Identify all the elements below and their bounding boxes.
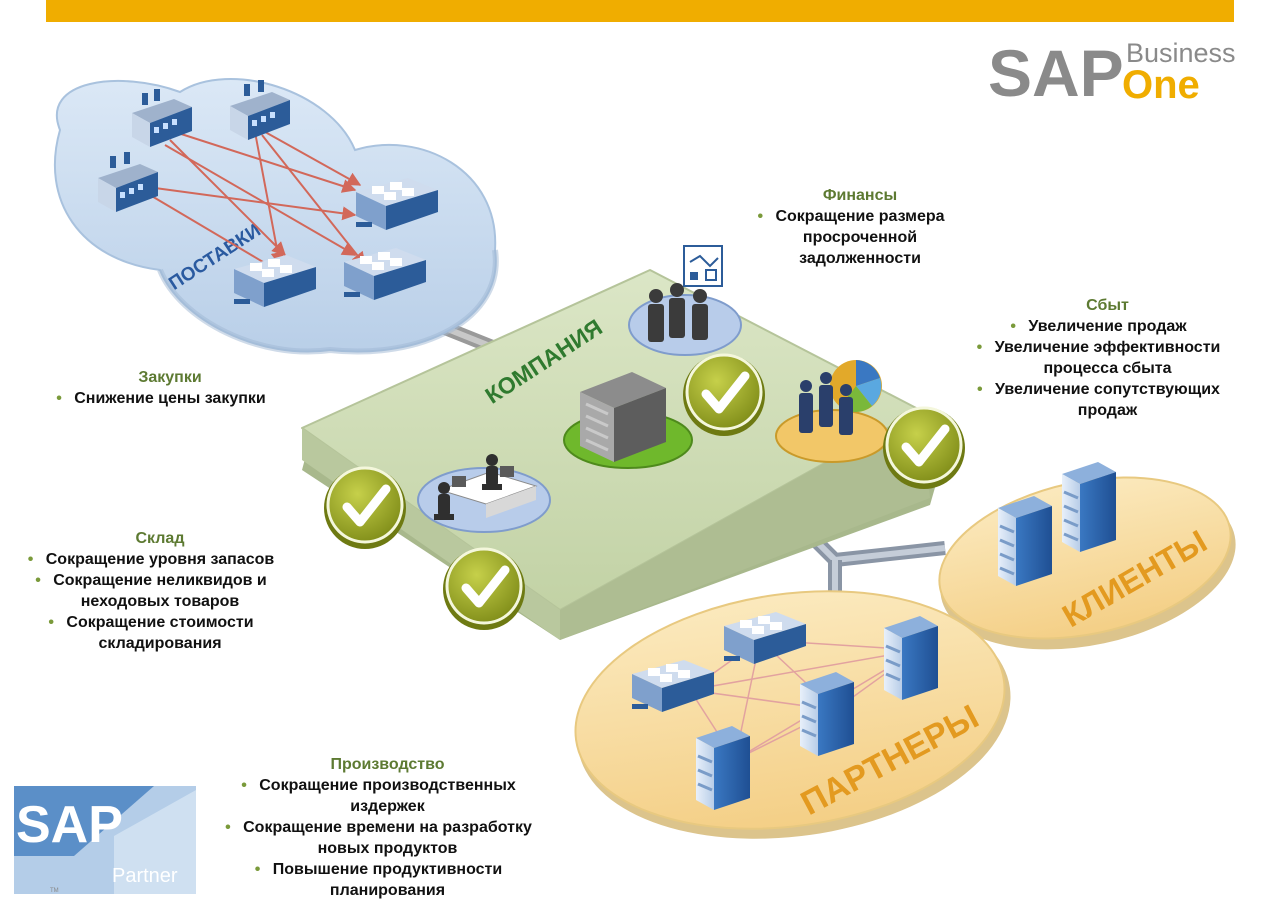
top-accent-bar xyxy=(46,0,1234,22)
partner-label: Partner xyxy=(112,865,178,887)
finance-title: Финансы xyxy=(822,187,898,204)
purchasing-list: Снижение цены закупки xyxy=(30,388,310,409)
partner-tm: TM xyxy=(50,888,59,894)
finance-block: Финансы Сокращение размера просроченной … xyxy=(735,185,985,269)
production-item: Сокращение времени на разработку новых п… xyxy=(200,817,575,859)
factory-icon xyxy=(132,89,192,147)
supply-cloud: ПОСТАВКИ xyxy=(53,78,499,355)
sap-business-one-logo: SAP Business One xyxy=(988,36,1236,106)
company-platform: КОМПАНИЯ xyxy=(301,245,965,640)
supply-arrows xyxy=(149,127,366,276)
checkmark-icon xyxy=(683,353,765,436)
logo-one-text: One xyxy=(1122,63,1200,106)
sales-item: Увеличение сопутствующих продаж xyxy=(950,379,1265,421)
sales-item: Увеличение эффективности процесса сбыта xyxy=(950,337,1265,379)
warehouse-icon xyxy=(234,255,316,307)
checkmark-icon xyxy=(443,547,525,630)
production-title: Производство xyxy=(330,756,445,773)
sales-team-icon xyxy=(775,360,889,463)
logo-business-text: Business xyxy=(1126,38,1236,68)
headquarters-icon xyxy=(563,372,693,469)
production-list: Сокращение производственных издержек Сок… xyxy=(200,775,575,901)
logo-sap-text: SAP xyxy=(988,36,1124,106)
warehouse-block: Склад Сокращение уровня запасов Сокращен… xyxy=(10,528,310,654)
partner-sap-text: SAP xyxy=(16,796,123,854)
finance-item: Сокращение размера просроченной задолжен… xyxy=(735,206,985,269)
production-item: Сокращение производственных издержек xyxy=(200,775,575,817)
office-building-icon xyxy=(800,672,854,756)
warehouse-icon xyxy=(724,612,806,664)
warehouse-icon xyxy=(356,178,438,230)
warehouse-list: Сокращение уровня запасов Сокращение нел… xyxy=(10,549,310,654)
sales-block: Сбыт Увеличение продаж Увеличение эффект… xyxy=(950,295,1265,421)
sap-partner-logo: SAP Partner TM xyxy=(14,786,196,894)
purchasing-block: Закупки Снижение цены закупки xyxy=(30,367,310,409)
clients-cloud: КЛИЕНТЫ xyxy=(938,462,1236,650)
checkmark-icon xyxy=(324,466,406,549)
finance-list: Сокращение размера просроченной задолжен… xyxy=(735,206,985,269)
production-item: Повышение продуктивности планирования xyxy=(200,859,575,901)
warehouse-icon xyxy=(344,248,426,300)
production-block: Производство Сокращение производственных… xyxy=(200,754,575,901)
sales-list: Увеличение продаж Увеличение эффективнос… xyxy=(950,316,1265,421)
office-building-icon xyxy=(1062,462,1116,552)
warehouse-title: Склад xyxy=(135,530,185,547)
finance-team-icon xyxy=(628,245,742,356)
factory-icon xyxy=(230,80,290,140)
office-workers-icon xyxy=(417,454,551,533)
office-building-icon xyxy=(998,496,1052,586)
warehouse-item: Сокращение стоимости складирования xyxy=(10,612,310,654)
office-building-icon xyxy=(884,616,938,700)
factory-icon xyxy=(98,152,158,212)
office-building-icon xyxy=(696,726,750,810)
purchasing-title: Закупки xyxy=(138,369,202,386)
sales-title: Сбыт xyxy=(1086,297,1129,314)
warehouse-item: Сокращение неликвидов и неходовых товаро… xyxy=(10,570,310,612)
sales-item: Увеличение продаж xyxy=(950,316,1265,337)
checkmark-icon xyxy=(883,406,965,489)
purchasing-item: Снижение цены закупки xyxy=(30,388,310,409)
warehouse-item: Сокращение уровня запасов xyxy=(10,549,310,570)
warehouse-icon xyxy=(632,660,714,712)
